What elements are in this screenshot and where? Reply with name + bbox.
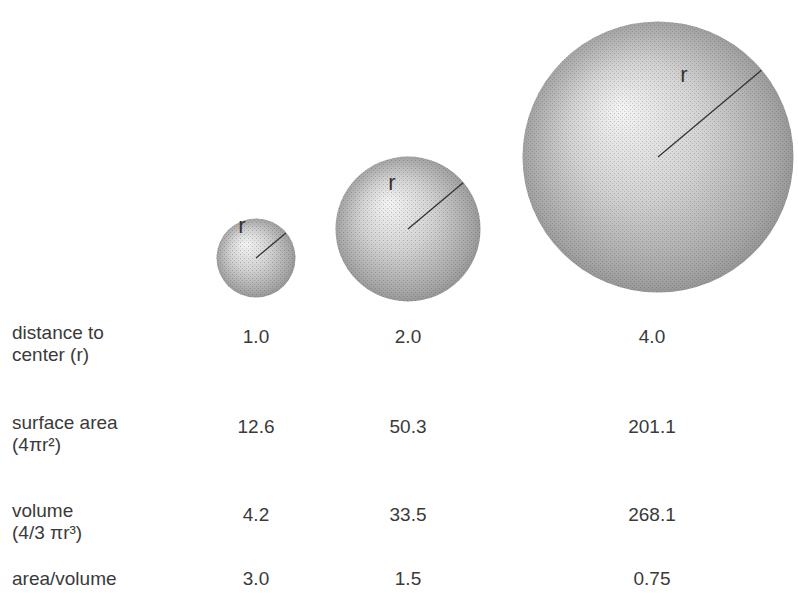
row-header: surface area (4πr²) [12, 412, 142, 456]
table-cell: area/volume [12, 568, 152, 590]
sphere-body [523, 22, 794, 293]
table-cell: 50.3 [390, 416, 427, 438]
sphere-body [217, 219, 296, 298]
radius-label: r [680, 62, 687, 88]
value-cell: 4.0 [639, 326, 665, 348]
value-cell: 33.5 [390, 504, 427, 526]
radius-label: r [388, 170, 395, 196]
sphere-shape [522, 21, 794, 293]
table-cell: surface area (4πr²) [12, 412, 142, 456]
value-cell: 268.1 [628, 504, 676, 526]
table-cell: 1.5 [395, 568, 421, 590]
sphere-stipple [217, 219, 296, 298]
row-header: volume (4/3 πr³) [12, 500, 102, 544]
sphere: r [522, 21, 794, 293]
value-cell: 1.5 [395, 568, 421, 590]
table-cell: 268.1 [628, 504, 676, 526]
radius-line [658, 70, 761, 157]
value-cell: 4.2 [243, 504, 269, 526]
table-cell: 3.0 [243, 568, 269, 590]
sphere-stipple [336, 157, 481, 302]
radius-line [256, 233, 286, 258]
table-cell: 33.5 [390, 504, 427, 526]
sphere-stipple [523, 22, 794, 293]
value-cell: 2.0 [395, 326, 421, 348]
value-cell: 201.1 [628, 416, 676, 438]
row-header: area/volume [12, 568, 152, 590]
sphere: r [216, 218, 296, 298]
table-cell: 0.75 [634, 568, 671, 590]
value-cell: 12.6 [238, 416, 275, 438]
row-header: distance to center (r) [12, 322, 142, 366]
sphere: r [335, 156, 481, 302]
value-cell: 3.0 [243, 568, 269, 590]
sphere-shape [335, 156, 481, 302]
sphere-body [336, 157, 481, 302]
table-cell: 201.1 [628, 416, 676, 438]
table-cell: 1.0 [243, 326, 269, 348]
value-cell: 0.75 [634, 568, 671, 590]
table-cell: volume (4/3 πr³) [12, 500, 102, 544]
radius-line [408, 183, 463, 229]
table-cell: distance to center (r) [12, 322, 142, 366]
table-cell: 4.0 [639, 326, 665, 348]
table-cell: 4.2 [243, 504, 269, 526]
table-cell: 12.6 [238, 416, 275, 438]
value-cell: 50.3 [390, 416, 427, 438]
sphere-shape [216, 218, 296, 298]
radius-label: r [238, 213, 245, 239]
table-cell: 2.0 [395, 326, 421, 348]
value-cell: 1.0 [243, 326, 269, 348]
